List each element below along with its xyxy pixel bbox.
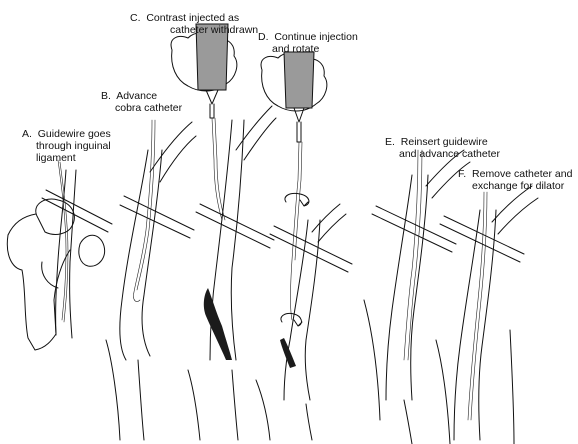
ligament-c bbox=[195, 203, 275, 249]
step-b-letter: B. bbox=[101, 90, 111, 102]
vessel-e-branch bbox=[425, 149, 471, 199]
vessel-e-lower bbox=[363, 299, 413, 444]
step-a-line-3: ligament bbox=[36, 152, 76, 164]
pelvic-ring bbox=[78, 234, 106, 267]
step-e-line-2: and advance catheter bbox=[399, 148, 500, 160]
step-a-label: A. Guidewire goes through inguinal ligam… bbox=[22, 128, 111, 164]
step-f-line-1: Remove catheter and bbox=[472, 168, 573, 180]
step-a-line-1: Guidewire goes bbox=[37, 128, 111, 140]
vessel-c-branch bbox=[235, 105, 277, 161]
vessel-f-branch bbox=[491, 185, 539, 235]
vessel-b-branch bbox=[149, 121, 197, 183]
catheter-b bbox=[133, 119, 153, 302]
step-a-letter: A. bbox=[22, 128, 32, 140]
step-b-label: B. Advance cobra catheter bbox=[101, 90, 182, 114]
catheter-d-2 bbox=[294, 141, 303, 261]
vessel-f-lower bbox=[435, 329, 515, 444]
vessel-c-right bbox=[230, 119, 245, 361]
step-d-label: D. Continue injection and rotate bbox=[258, 31, 358, 55]
panel-a-illustration bbox=[6, 159, 113, 351]
guidewire-a bbox=[57, 159, 67, 321]
step-d-letter: D. bbox=[258, 31, 269, 43]
vessel-d-left bbox=[283, 219, 309, 401]
vessel-d-right bbox=[304, 219, 321, 401]
catheter-b-2 bbox=[136, 119, 156, 291]
dilator-f-2 bbox=[470, 191, 488, 421]
vessel-b-outer-right bbox=[141, 149, 163, 357]
panel-f-illustration bbox=[435, 185, 539, 444]
step-c-line-1: Contrast injected as bbox=[146, 12, 240, 24]
syringe-d-barrel bbox=[283, 51, 315, 109]
catheter-c-2 bbox=[214, 117, 226, 221]
step-f-line-2: exchange for dilator bbox=[472, 180, 565, 192]
catheter-d bbox=[290, 141, 300, 321]
step-b-line-1: Advance bbox=[116, 90, 158, 102]
dilator-f bbox=[467, 191, 485, 421]
step-e-line-1: Reinsert guidewire bbox=[400, 136, 488, 148]
contrast-blush-c bbox=[203, 288, 232, 360]
vessel-a-right bbox=[69, 169, 77, 339]
ligament-b bbox=[119, 195, 195, 239]
ligament-f bbox=[439, 215, 525, 263]
vessel-f-left bbox=[453, 209, 481, 441]
guidewire-a-2 bbox=[59, 161, 69, 323]
vessel-b-lower bbox=[105, 339, 145, 441]
ligament-e bbox=[371, 205, 457, 253]
step-c-letter: C. bbox=[130, 12, 141, 24]
vessel-c-left bbox=[209, 119, 233, 361]
syringe-c-barrel bbox=[195, 23, 229, 91]
vessel-e-right bbox=[410, 174, 429, 401]
step-c-line-2: catheter withdrawn bbox=[170, 24, 259, 36]
catheter-e bbox=[407, 149, 423, 361]
vessel-a-left bbox=[55, 169, 67, 336]
panel-c-illustration bbox=[170, 23, 277, 441]
vessel-f-right bbox=[478, 209, 497, 441]
iliac-contour bbox=[7, 213, 59, 289]
guidewire-e bbox=[403, 149, 419, 361]
vessel-b-outer-left bbox=[119, 149, 149, 361]
step-e-label: E. Reinsert guidewire and advance cathet… bbox=[385, 136, 500, 160]
rotation-arrow-upper bbox=[284, 193, 310, 207]
step-f-letter: F. bbox=[458, 168, 467, 180]
syringe-d-tip bbox=[293, 107, 305, 143]
vessel-d-branch bbox=[311, 203, 347, 243]
step-d-line-1: Continue injection bbox=[274, 31, 358, 43]
inguinal-ligament bbox=[41, 189, 113, 233]
contrast-blush-d bbox=[280, 338, 296, 368]
step-a-line-2: through inguinal bbox=[36, 140, 111, 152]
panel-d-illustration bbox=[255, 51, 353, 441]
panel-e-illustration bbox=[363, 149, 471, 444]
femur-outline bbox=[6, 234, 71, 351]
step-e-letter: E. bbox=[385, 136, 395, 148]
vessel-e-left bbox=[385, 174, 413, 401]
vessel-d-lower bbox=[255, 379, 313, 441]
syringe-c-tip bbox=[205, 89, 219, 119]
step-b-line-2: cobra catheter bbox=[115, 102, 183, 114]
step-f-label: F. Remove catheter and exchange for dila… bbox=[458, 168, 572, 192]
panel-b-illustration bbox=[105, 119, 197, 441]
step-d-line-2: and rotate bbox=[272, 43, 320, 55]
ligament-d bbox=[269, 225, 353, 273]
step-c-label: C. Contrast injected as catheter withdra… bbox=[130, 12, 258, 36]
vessel-c-lower bbox=[187, 369, 239, 441]
